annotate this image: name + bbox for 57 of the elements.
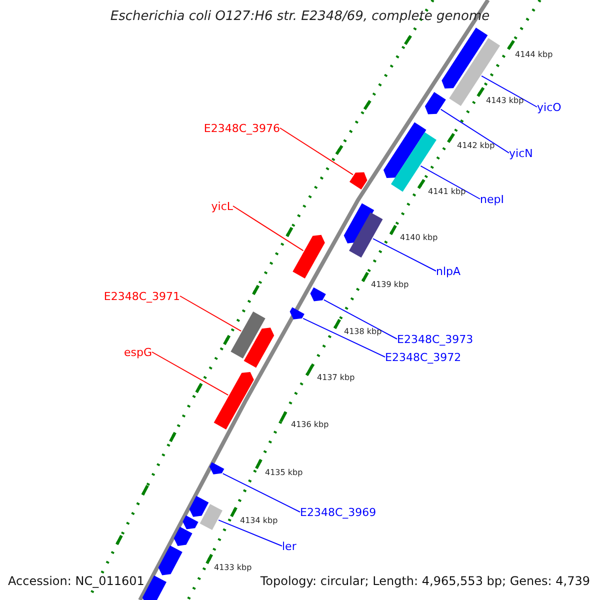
scale-label: 4134 kbp [240, 515, 278, 527]
gene-block [158, 545, 182, 576]
scale-label: 4143 kbp [486, 95, 524, 107]
gene-label: ler [282, 540, 296, 553]
gene-block [310, 287, 326, 302]
title: Escherichia coli O127:H6 str. E2348/69, complete genome [109, 10, 491, 23]
gene-label: E2348C_3971 [104, 290, 180, 303]
scale-label: 4139 kbp [371, 279, 409, 291]
leader-line [180, 296, 242, 332]
leader-line [372, 238, 436, 272]
gene-block [200, 504, 222, 530]
scale-label: 4136 kbp [291, 419, 329, 431]
genome-info-text: Topology: circular; Length: 4,965,553 bp; Genes: 4,739 [260, 575, 590, 588]
gene-block [350, 172, 368, 190]
gene-block [230, 312, 266, 358]
leader-line [481, 75, 538, 108]
gene-label: espG [124, 346, 152, 359]
scale-label: 4142 kbp [457, 140, 495, 152]
gene-block [214, 372, 254, 430]
leader-line [440, 108, 510, 154]
gene-label: E2348C_3976 [204, 122, 280, 135]
scale-label: 4140 kbp [400, 232, 438, 244]
leader-line [232, 206, 304, 252]
scale-label: 4135 kbp [265, 467, 303, 479]
gene-block [244, 328, 274, 368]
gene-block [182, 515, 198, 530]
leader-line [152, 352, 229, 396]
gene-block [290, 307, 304, 320]
gene-label: E2348C_3973 [397, 333, 474, 346]
accession-text: Accession: NC_011601 [8, 575, 144, 588]
scale-label: 4133 kbp [214, 562, 252, 574]
gene-block [292, 234, 325, 278]
scale-label: 4138 kbp [344, 326, 382, 338]
gene-block [383, 122, 426, 178]
gene-block [210, 462, 224, 474]
gene-label: yicN [509, 147, 533, 160]
gene-block [174, 526, 192, 546]
leader-line [323, 299, 398, 340]
scale-label: 4137 kbp [317, 372, 355, 384]
gene-label: E2348C_3972 [385, 351, 462, 364]
leader-line [218, 520, 282, 546]
leader-line [302, 318, 386, 358]
gene-label: yicL [211, 200, 233, 213]
leader-line [222, 473, 300, 512]
gene-block [424, 92, 446, 114]
scale-label: 4141 kbp [428, 186, 466, 198]
gene-block [442, 28, 488, 88]
leader-line [280, 128, 354, 176]
gene-block [189, 496, 209, 517]
scale-label: 4144 kbp [515, 49, 553, 61]
gene-block [349, 212, 383, 258]
gene-label: yicO [537, 101, 562, 114]
leader-line [420, 165, 480, 200]
gene-label: E2348C_3969 [300, 506, 376, 519]
gene-label: nepI [480, 193, 504, 206]
gene-label: nlpA [436, 265, 461, 278]
gene-block [142, 575, 166, 600]
